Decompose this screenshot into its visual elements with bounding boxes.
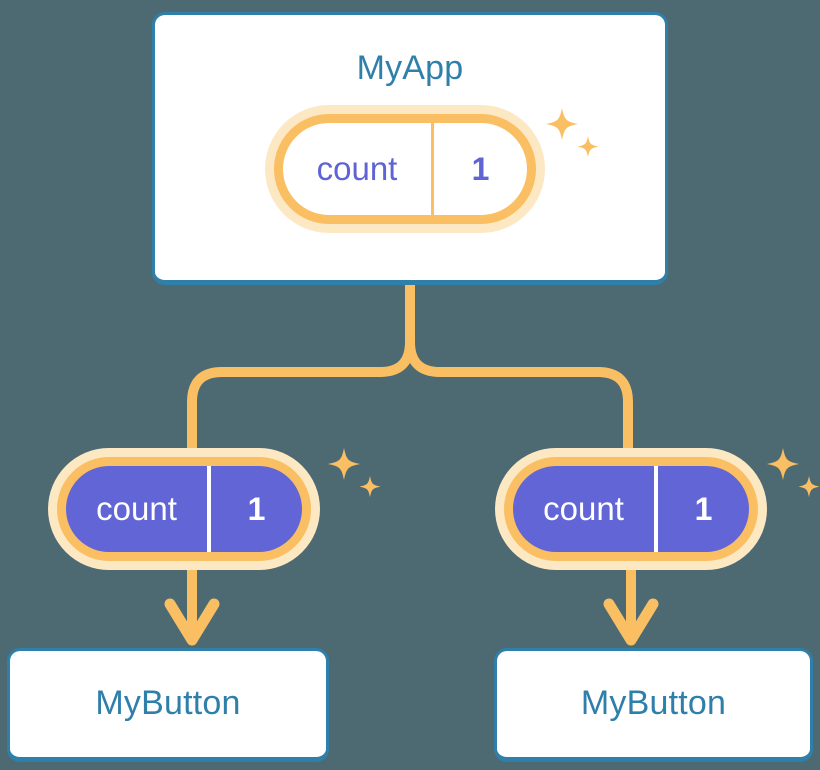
state-pill-child-right[interactable]: count 1 xyxy=(504,457,758,561)
component-card-mybutton-left[interactable]: MyButton xyxy=(7,648,329,762)
state-pill-key: count xyxy=(283,123,434,215)
component-card-mybutton-right[interactable]: MyButton xyxy=(494,648,813,762)
state-pill-value: 1 xyxy=(247,490,266,527)
state-pill-value: 1 xyxy=(694,490,713,527)
sparkle-icon xyxy=(767,448,820,498)
state-pill-key: count xyxy=(513,466,659,552)
arrow-down-icon-left xyxy=(164,568,220,646)
page-title: MyApp xyxy=(356,49,464,87)
state-pill-child-left[interactable]: count 1 xyxy=(57,457,311,561)
component-label: MyButton xyxy=(580,683,727,722)
component-label: MyButton xyxy=(95,683,241,722)
sparkle-icon xyxy=(328,448,381,498)
tree-branch-connector xyxy=(187,280,633,467)
state-pill-key: count xyxy=(66,466,212,552)
state-pill-value: 1 xyxy=(471,150,490,187)
state-pill-myapp[interactable]: count 1 xyxy=(274,114,536,224)
arrow-down-icon-right xyxy=(603,568,659,646)
